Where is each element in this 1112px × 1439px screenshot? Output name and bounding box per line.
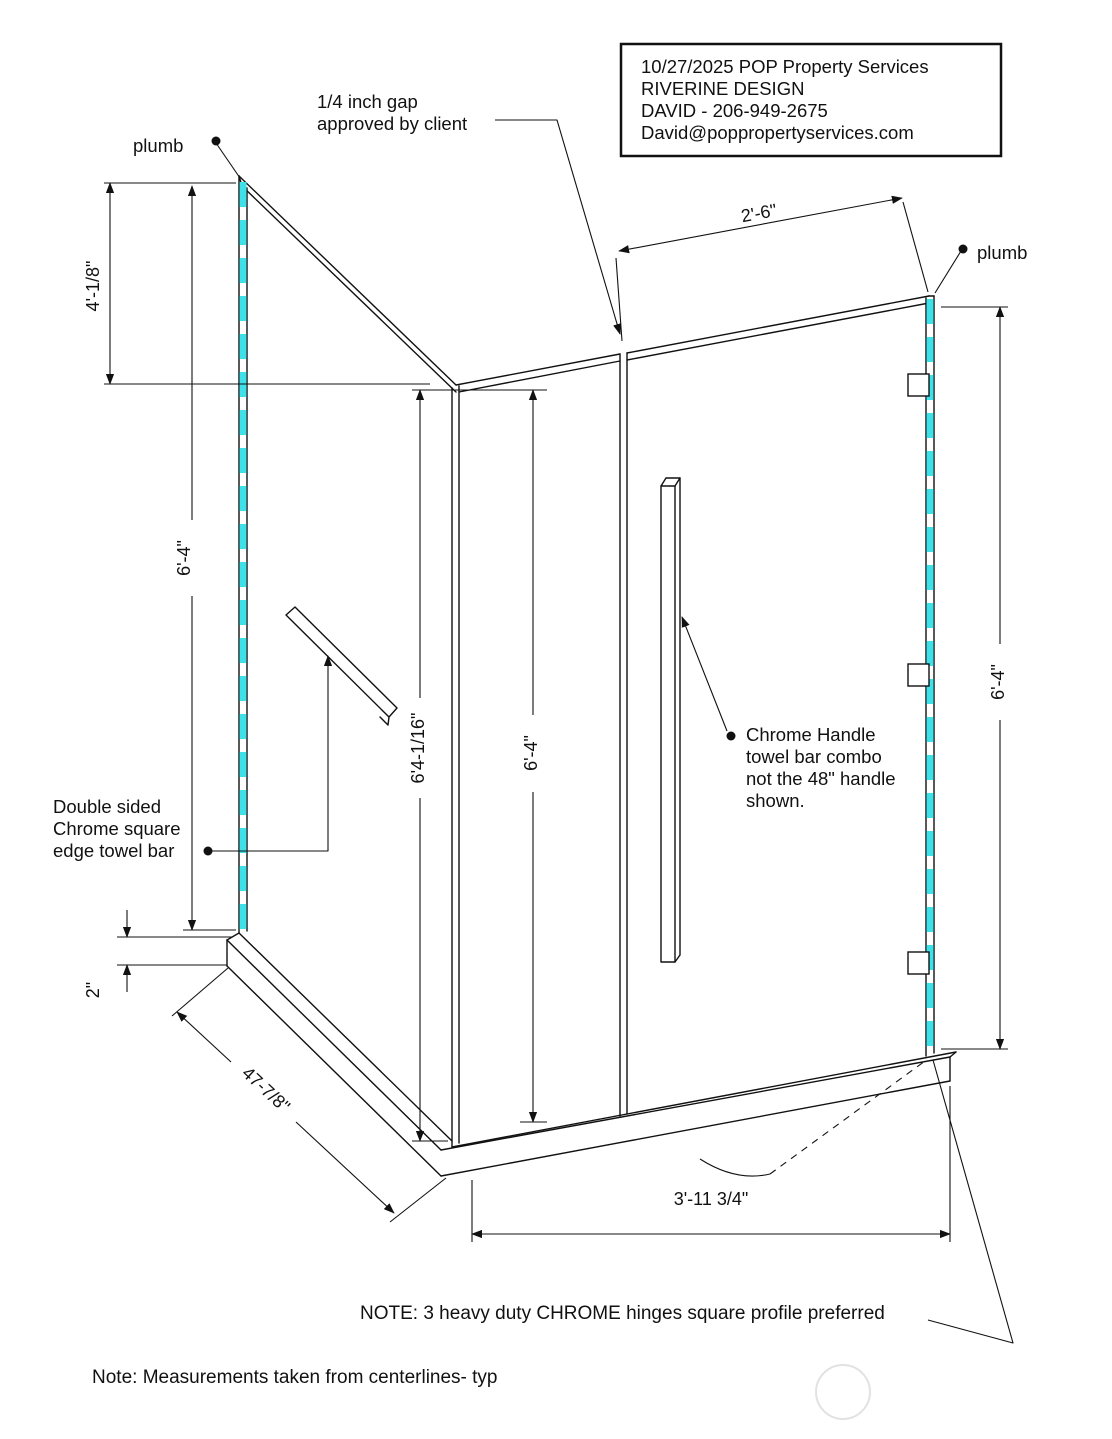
dimension-line xyxy=(295,1121,395,1214)
door-dashed-reference xyxy=(769,1060,926,1175)
towelbar-note-line2: Chrome square xyxy=(53,818,181,839)
towel-bar xyxy=(285,606,398,726)
handle-note-dot xyxy=(726,731,736,741)
dimension-2-6: 2'-6" xyxy=(615,195,929,342)
curb-front-bottom xyxy=(440,1080,951,1177)
extension-line xyxy=(171,967,229,1017)
curb-right-top-cap xyxy=(949,1051,957,1058)
towelbar-note-line1: Double sided xyxy=(53,796,161,817)
towelbar-leader-line xyxy=(212,655,333,852)
title-block-project: RIVERINE DESIGN xyxy=(641,78,804,99)
title-block-email: David@poppropertyservices.com xyxy=(641,122,914,143)
gap-leader-line xyxy=(495,119,622,335)
extension-line xyxy=(389,1177,447,1223)
handle-front-face xyxy=(660,485,676,963)
centerline-note-text: Note: Measurements taken from centerline… xyxy=(92,1367,498,1388)
title-block-contact-phone: DAVID - 206-949-2675 xyxy=(641,100,828,121)
left-glass-panel xyxy=(238,175,460,1148)
watermark-circle xyxy=(815,1364,871,1420)
plumb-left-leader xyxy=(215,142,241,179)
dimension-line xyxy=(618,195,903,254)
left-glass-bottom-edge xyxy=(238,932,453,1142)
door-top-edge-inner xyxy=(626,302,930,361)
hinge-middle xyxy=(907,663,930,687)
dimension-4-1-8: 4'-1/8" xyxy=(83,182,430,385)
towelbar-note-line3: edge towel bar xyxy=(53,840,174,861)
curb-threshold xyxy=(226,932,957,1177)
handle-top-face xyxy=(660,477,681,487)
dimension-6-4-1-16: 6'4-1/16" xyxy=(408,389,547,1142)
gap-note-line1: 1/4 inch gap xyxy=(317,91,418,112)
hinges xyxy=(907,373,930,975)
plumb-right-label: plumb xyxy=(977,242,1027,263)
hinge-bottom xyxy=(907,951,930,975)
dimension-6-4-center: 6'-4" xyxy=(520,389,547,1123)
dimension-6-4-right: 6'-4" xyxy=(941,306,1008,1050)
towel-bar-body xyxy=(285,606,398,718)
extension-line xyxy=(615,257,623,342)
leader-lines xyxy=(203,119,1014,1344)
dimension-text-fixed-panel-height: 6'-4" xyxy=(521,735,541,771)
callout-text: plumb plumb 1/4 inch gap approved by cli… xyxy=(53,91,1027,1388)
title-block: 10/27/2025 POP Property Services RIVERIN… xyxy=(619,42,1003,158)
plumb-left-label: plumb xyxy=(133,135,183,156)
left-glass-top-edge-outer xyxy=(238,175,457,386)
extension-line xyxy=(902,201,929,293)
towel-bar-end-cap xyxy=(379,716,390,726)
left-glass-top-edge-inner xyxy=(241,185,457,393)
dimension-text-curb-height: 2" xyxy=(83,982,103,998)
dimension-2-inch: 2" xyxy=(83,910,233,998)
curb-left-top-outer xyxy=(226,939,442,1151)
fixed-panel-top-edge-outer xyxy=(455,353,621,386)
door-top-edge-outer xyxy=(626,295,930,354)
dimension-text-front-width: 3'-11 3/4" xyxy=(674,1189,749,1209)
gap-note-line2: approved by client xyxy=(317,113,467,134)
handle-note-line2: towel bar combo xyxy=(746,746,882,767)
dimension-text-corner-height: 6'4-1/16" xyxy=(408,713,428,784)
door-handle xyxy=(660,477,681,963)
dimension-text-left-panel-top-drop: 4'-1/8" xyxy=(83,261,103,312)
title-block-border xyxy=(619,42,1003,158)
dimension-text-left-return-depth: 47-7/8" xyxy=(238,1063,294,1117)
fixed-panel-top-edge-inner xyxy=(458,360,621,393)
reference-arc xyxy=(699,1158,771,1177)
handle-note-line3: not the 48" handle xyxy=(746,768,896,789)
handle-note-line4: shown. xyxy=(746,790,805,811)
door-panel xyxy=(626,295,935,1115)
handle-leader-line xyxy=(681,616,728,732)
dimension-6-4-left: 6'-4" xyxy=(174,185,236,931)
hinge-note-leader xyxy=(927,1059,1014,1344)
curb-front-top-inner xyxy=(451,1051,957,1148)
dimension-text-door-height: 6'-4" xyxy=(988,664,1008,700)
towelbar-note-dot xyxy=(203,846,213,856)
dimension-text-left-edge-height: 6'-4" xyxy=(174,540,194,576)
plumb-left-dot xyxy=(211,136,221,146)
hinge-top xyxy=(907,373,930,397)
hinge-note-text: NOTE: 3 heavy duty CHROME hinges square … xyxy=(360,1303,885,1324)
title-block-date-company: 10/27/2025 POP Property Services xyxy=(641,56,929,77)
handle-note-line1: Chrome Handle xyxy=(746,724,876,745)
curb-left-bottom xyxy=(226,965,442,1177)
handle-side-face xyxy=(674,477,681,963)
dimension-line xyxy=(176,1011,232,1063)
curb-front-top-outer xyxy=(440,1056,951,1151)
front-fixed-panel xyxy=(455,353,621,1117)
dimension-3-11-3-4: 3'-11 3/4" xyxy=(471,1086,951,1242)
plumb-right-leader xyxy=(934,250,962,294)
